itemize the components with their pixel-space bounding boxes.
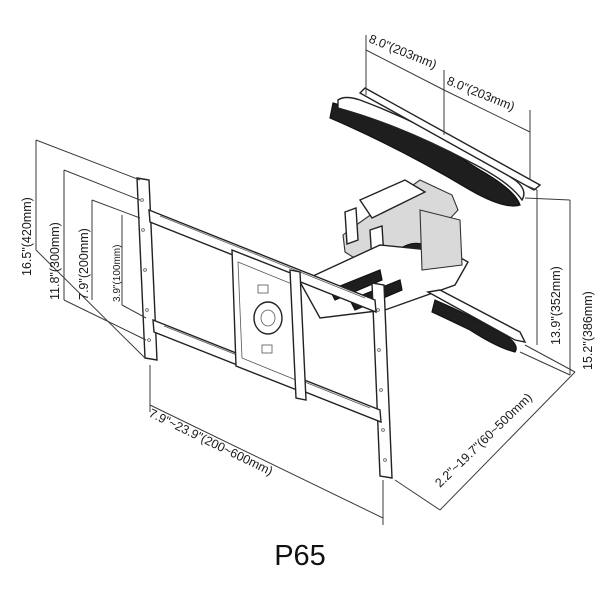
- dim-width-left: 8.0"(203mm): [367, 32, 439, 72]
- dimension-lines: [35, 35, 576, 525]
- inner-rail: [289, 269, 307, 401]
- left-rail: [136, 177, 158, 361]
- dim-height-386: 15.2"(386mm): [581, 291, 595, 370]
- dim-height-300: 11.8"(300mm): [48, 222, 62, 300]
- mount-drawing: [136, 87, 542, 479]
- center-plate: [231, 248, 303, 394]
- dim-height-200: 7.9"(200mm): [77, 228, 91, 300]
- dim-height-100: 3.9"(100mm): [112, 245, 123, 302]
- dimension-labels: 8.0"(203mm) 8.0"(203mm) 16.5"(420mm) 11.…: [20, 32, 595, 490]
- dim-height-352: 13.9"(352mm): [549, 266, 563, 345]
- dim-extension: 2.2"~19.7"(60~500mm): [432, 390, 535, 490]
- dim-height-420: 16.5"(420mm): [20, 197, 34, 276]
- wall-plate: [329, 87, 542, 207]
- model-caption: P65: [274, 540, 326, 572]
- dim-horizontal-range: 7.9"~23.9"(200~600mm): [147, 406, 275, 478]
